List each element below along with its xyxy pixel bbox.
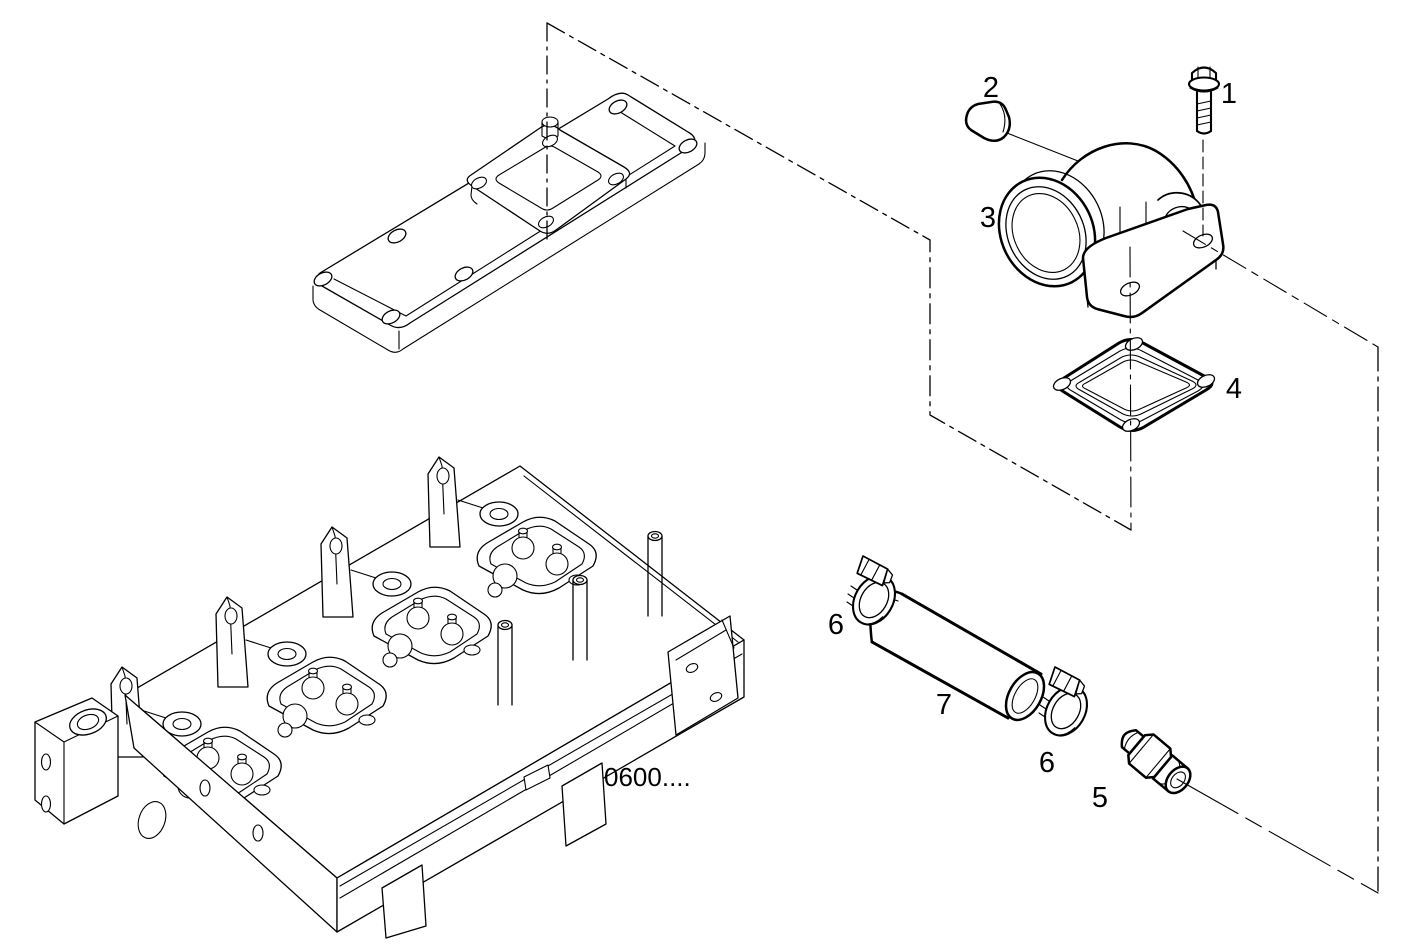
assembly-plane-lines: [546, 22, 1379, 894]
part-callout-5[interactable]: 5: [1092, 782, 1108, 814]
callouts: 1 2 3 4 5 6 6 7: [828, 72, 1242, 814]
part-6-hose-clamp-lower: [1035, 665, 1097, 745]
part-6-hose-clamp-upper: [843, 554, 905, 634]
part-callout-3[interactable]: 3: [980, 202, 996, 234]
part-5-union-fitting: [1120, 729, 1192, 795]
part-callout-6a[interactable]: 6: [828, 609, 844, 641]
part-callout-1[interactable]: 1: [1221, 78, 1237, 110]
cross-reference-label[interactable]: 0600....: [604, 762, 691, 792]
cylinder-head-drawing: [34, 456, 745, 939]
part-4-gasket: [1052, 337, 1216, 432]
part-callout-2[interactable]: 2: [983, 72, 999, 104]
part-callout-4[interactable]: 4: [1226, 373, 1242, 405]
part-callout-6b[interactable]: 6: [1039, 747, 1055, 779]
part-1-flange-bolt: [1187, 66, 1221, 135]
part-7-hose: [868, 589, 1046, 722]
part-2-cap-plug: [964, 100, 1012, 142]
part-callout-7[interactable]: 7: [936, 689, 952, 721]
manifold-cover-plate: [312, 92, 706, 353]
part-3-elbow-connection: [997, 142, 1225, 319]
